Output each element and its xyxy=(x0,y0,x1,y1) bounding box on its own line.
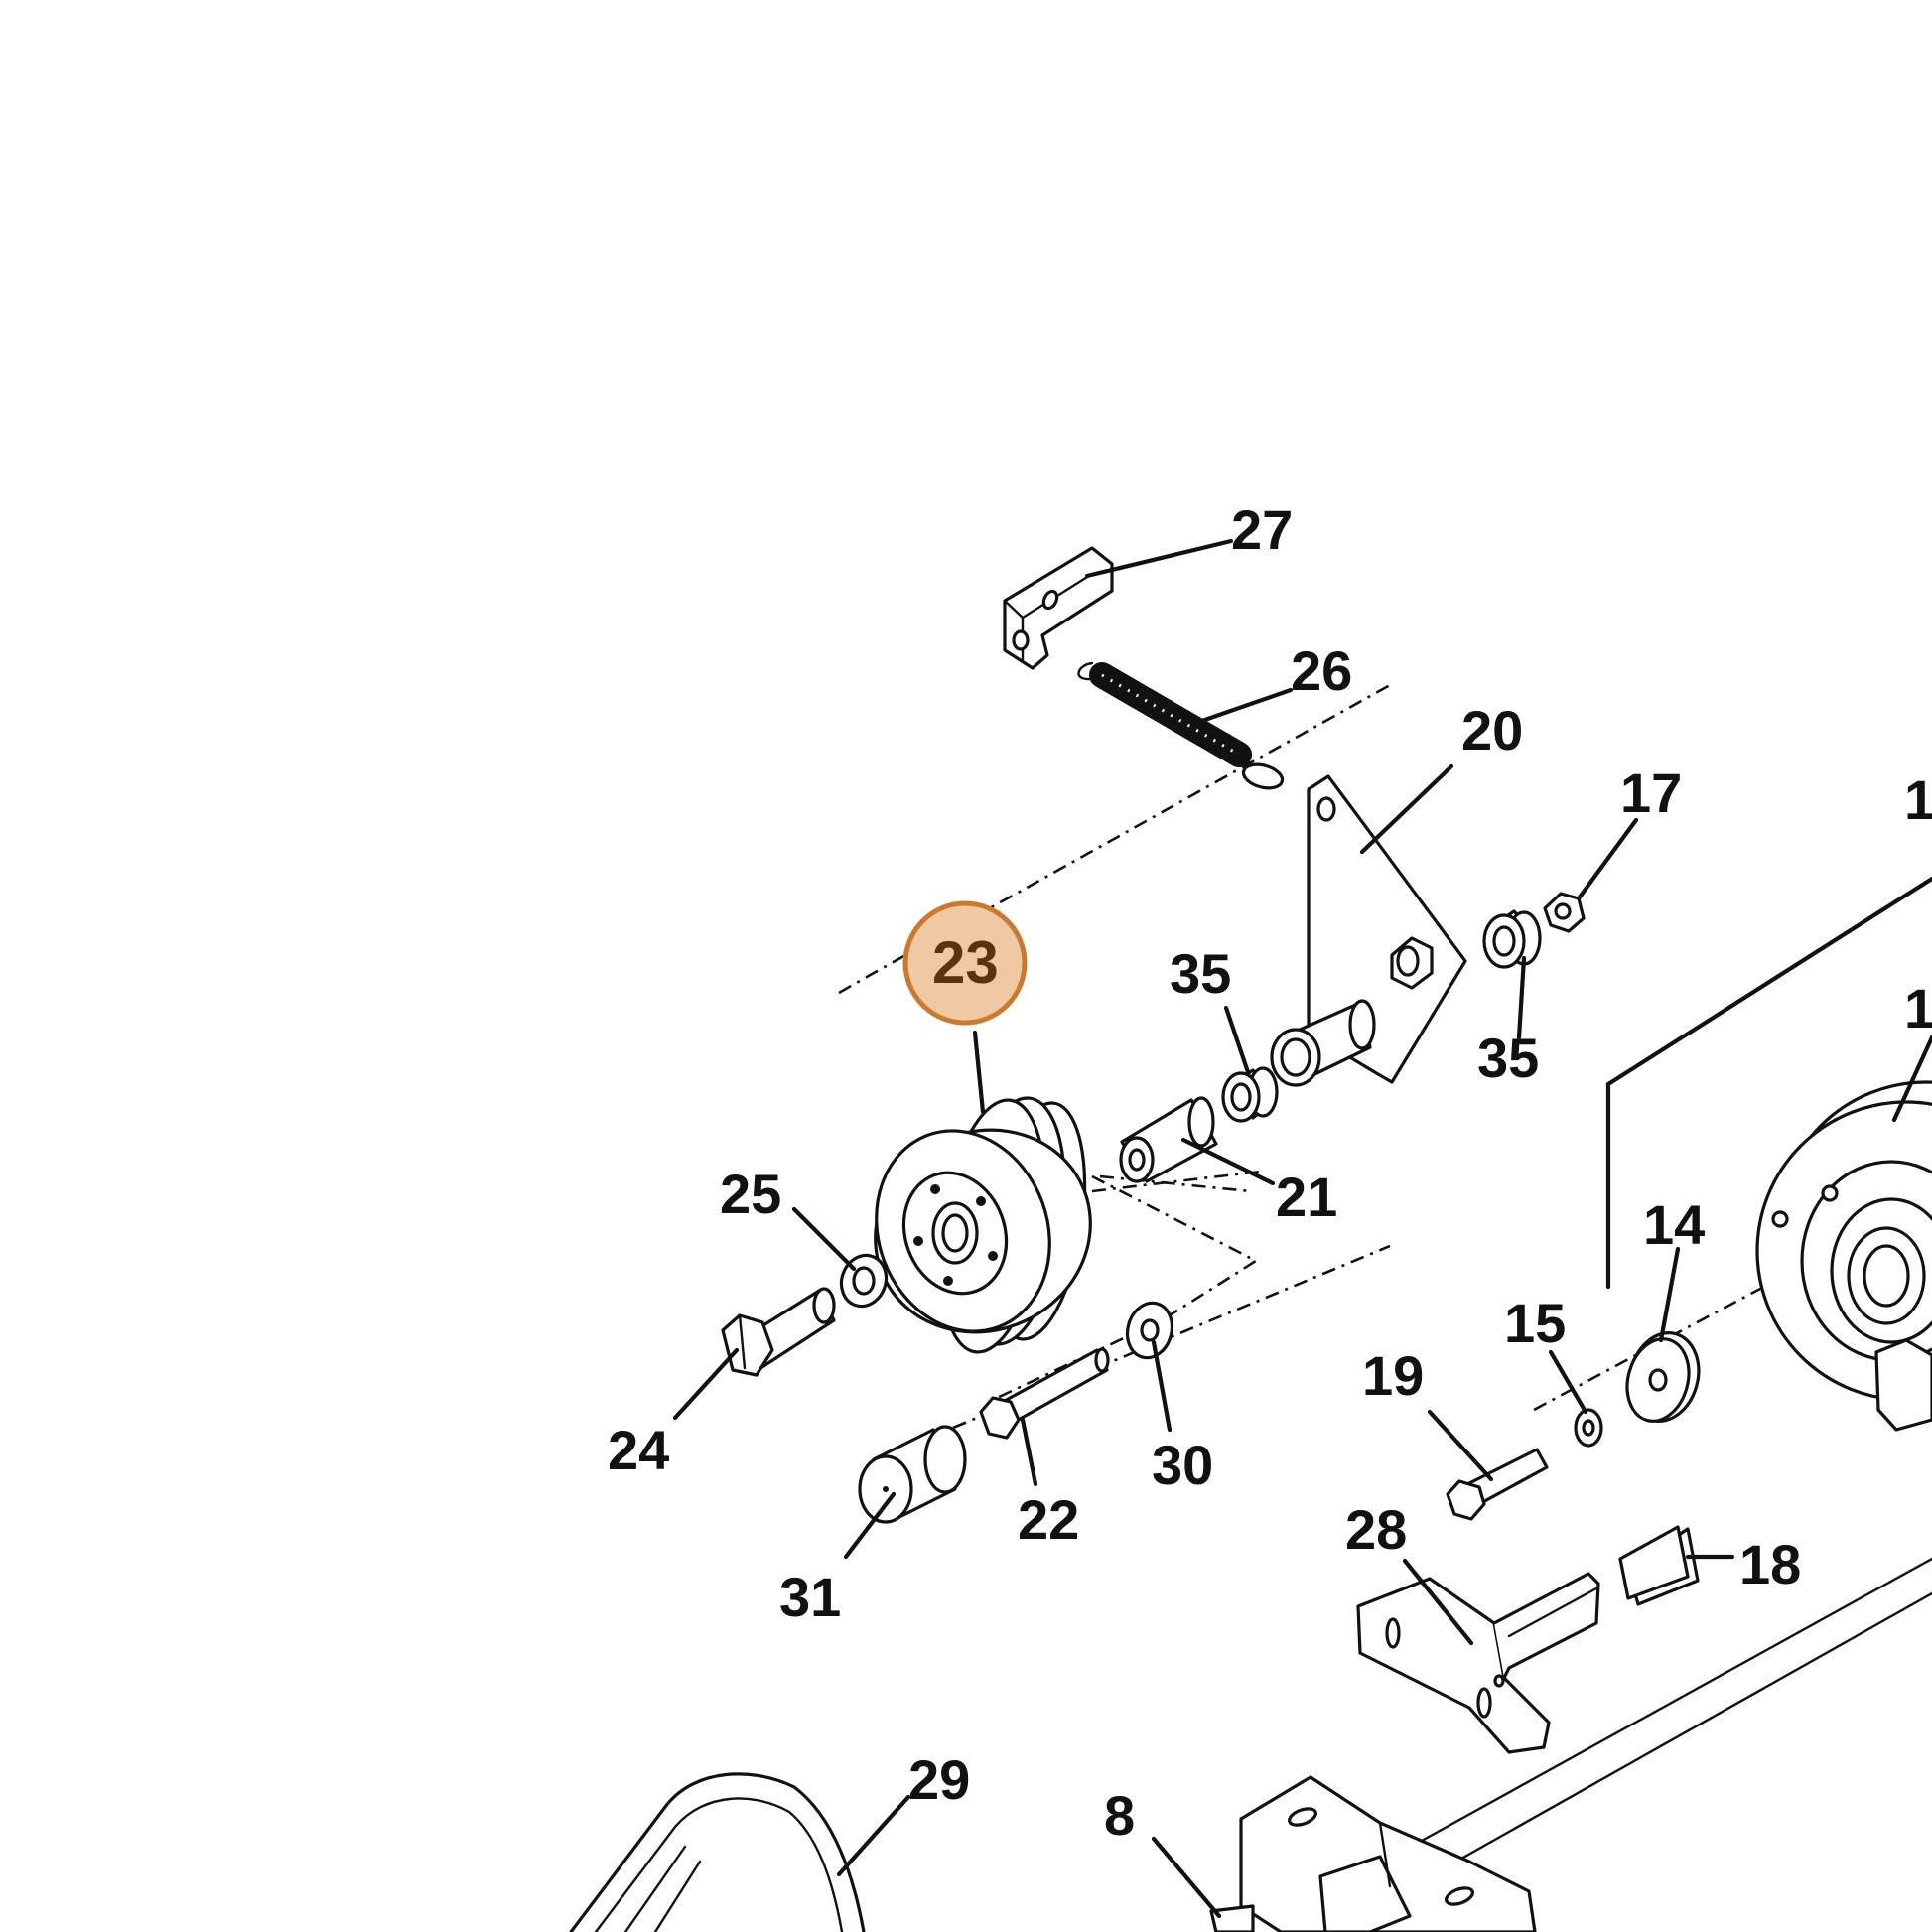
part-21-spacer-tube xyxy=(1119,1096,1218,1183)
part-23-pulley xyxy=(874,1096,1092,1354)
leader-22 xyxy=(1020,1417,1038,1487)
callout-8[interactable]: 8 xyxy=(1104,1784,1135,1847)
callout-18[interactable]: 18 xyxy=(1739,1533,1801,1595)
part-19-bolt xyxy=(1446,1448,1549,1521)
part-frame xyxy=(1400,876,1932,1878)
leader-8 xyxy=(1151,1836,1222,1919)
part-22-bolt xyxy=(979,1347,1110,1440)
callout-30[interactable]: 30 xyxy=(1152,1434,1213,1496)
part-frame-casting xyxy=(1239,1775,1537,1932)
callout-20[interactable]: 20 xyxy=(1461,699,1523,761)
part-bushing xyxy=(1270,999,1376,1087)
callout-25[interactable]: 25 xyxy=(720,1163,781,1225)
part-35-spacer-right xyxy=(1482,909,1542,969)
callout-24[interactable]: 24 xyxy=(608,1419,669,1481)
leader-21 xyxy=(1180,1137,1276,1186)
leader-31 xyxy=(843,1491,897,1560)
part-26-spring xyxy=(1077,661,1285,790)
callout-1b[interactable]: 1 xyxy=(1904,977,1932,1039)
callout-1a[interactable]: 1 xyxy=(1904,768,1932,831)
callout-labels: 27 26 20 17 1 1 23 35 35 25 21 14 15 19 … xyxy=(608,498,1932,1847)
leader-29 xyxy=(836,1794,911,1877)
part-31-roller xyxy=(858,1425,967,1524)
leader-23 xyxy=(972,1030,986,1115)
part-30-washer xyxy=(1125,1301,1174,1360)
part-24-bolt xyxy=(721,1287,836,1377)
leader-15 xyxy=(1548,1349,1588,1415)
leader-1a xyxy=(1891,1035,1932,1123)
callout-17[interactable]: 17 xyxy=(1620,761,1682,824)
leader-35a xyxy=(1223,1005,1251,1075)
leader-17 xyxy=(1576,817,1639,901)
part-nut xyxy=(1390,936,1434,990)
leader-lines xyxy=(672,538,1932,1919)
part-18-key xyxy=(1618,1525,1700,1606)
leader-28 xyxy=(1402,1558,1474,1646)
leader-24 xyxy=(672,1347,740,1421)
part-27-bracket xyxy=(1003,546,1114,670)
part-28-bracket xyxy=(1356,1572,1600,1754)
callout-27[interactable]: 27 xyxy=(1231,498,1293,561)
leader-14 xyxy=(1658,1246,1681,1343)
highlight-ring-23 xyxy=(902,900,1028,1026)
callout-31[interactable]: 31 xyxy=(779,1566,841,1628)
leader-25 xyxy=(791,1206,857,1272)
callout-35a[interactable]: 35 xyxy=(1170,942,1231,1005)
callout-29[interactable]: 29 xyxy=(908,1748,970,1811)
leader-19 xyxy=(1427,1409,1494,1482)
leader-27 xyxy=(1084,538,1234,579)
callout-22[interactable]: 22 xyxy=(1018,1488,1079,1551)
part-17-nut xyxy=(1543,892,1586,933)
part-29-belt xyxy=(569,1772,866,1932)
part-14-washer xyxy=(1625,1331,1701,1423)
part-8-bolt xyxy=(1209,1904,1255,1932)
callout-26[interactable]: 26 xyxy=(1291,639,1352,702)
callout-14[interactable]: 14 xyxy=(1643,1193,1705,1256)
callout-15[interactable]: 15 xyxy=(1504,1292,1566,1354)
callout-23[interactable]: 23 xyxy=(932,929,999,996)
callout-35b[interactable]: 35 xyxy=(1477,1027,1539,1089)
leader-30 xyxy=(1151,1339,1173,1433)
callout-19[interactable]: 19 xyxy=(1362,1344,1424,1407)
callout-28[interactable]: 28 xyxy=(1345,1498,1407,1561)
part-clutch xyxy=(1755,1080,1932,1432)
leader-20 xyxy=(1359,763,1454,855)
part-15-lock-washer xyxy=(1574,1408,1603,1448)
leader-35b xyxy=(1516,955,1527,1040)
leader-26 xyxy=(1193,687,1294,726)
part-35-spacer-left xyxy=(1221,1066,1279,1123)
callout-21[interactable]: 21 xyxy=(1276,1166,1337,1228)
